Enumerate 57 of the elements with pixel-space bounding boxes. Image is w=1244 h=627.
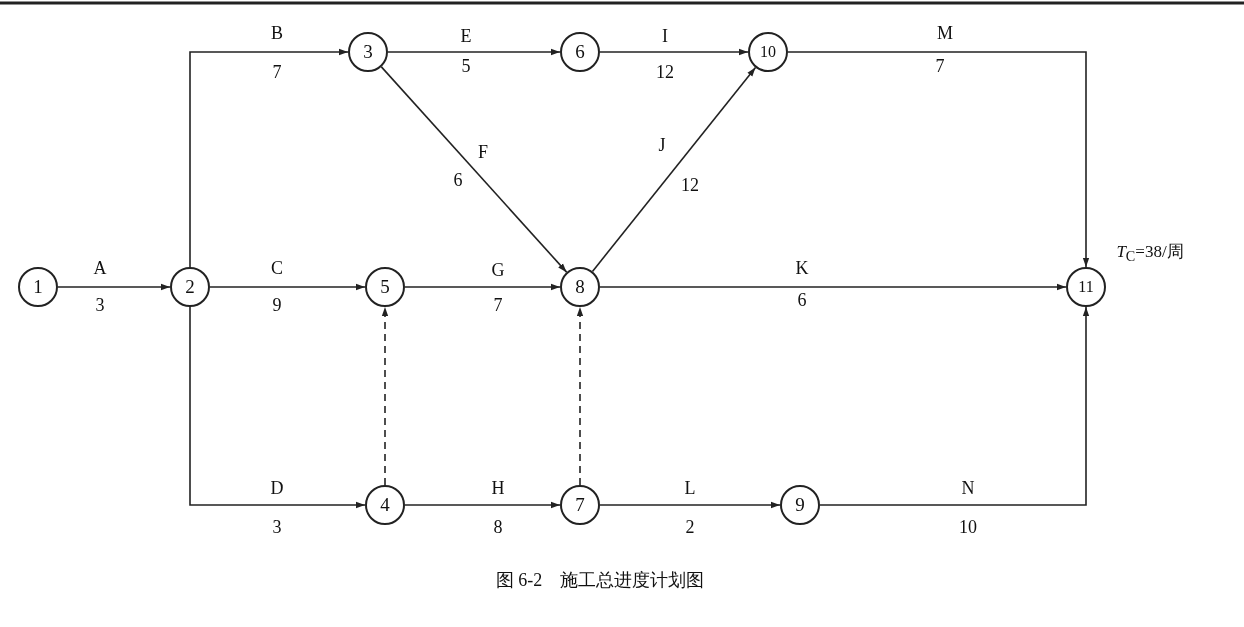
edge-label: I <box>662 27 668 45</box>
edge-label: F <box>478 143 488 161</box>
event-circle: 7 <box>560 485 600 525</box>
event-circle: 4 <box>365 485 405 525</box>
activity-arrow <box>387 48 561 56</box>
edge-label: G <box>491 261 505 279</box>
duration-label: 3 <box>272 518 282 536</box>
duration-label: 7 <box>935 57 945 75</box>
activity-arrow <box>819 306 1090 506</box>
event-circle: 9 <box>780 485 820 525</box>
activity-arrow <box>209 283 366 291</box>
edge-label: H <box>491 479 505 497</box>
duration-label: 6 <box>453 171 463 189</box>
edge-label: E <box>460 27 472 45</box>
duration-label: 9 <box>272 296 282 314</box>
edge-label: J <box>658 136 666 154</box>
dummy-arrow <box>576 306 584 486</box>
activity-arrow <box>599 501 781 509</box>
edge-label: C <box>271 259 283 277</box>
edge-label: M <box>937 24 953 42</box>
duration-label: 6 <box>797 291 807 309</box>
duration-label: 2 <box>685 518 695 536</box>
duration-label: 7 <box>493 296 503 314</box>
event-circle: 6 <box>560 32 600 72</box>
edge-label: D <box>270 479 284 497</box>
edge-label: N <box>961 479 975 497</box>
duration-label: 12 <box>681 176 699 194</box>
duration-label: 3 <box>95 296 105 314</box>
activity-arrow <box>189 306 366 509</box>
figure-caption: 图 6-2 施工总进度计划图 <box>495 569 705 592</box>
activity-arrow <box>404 501 561 509</box>
activity-arrow <box>599 283 1067 291</box>
dummy-arrow <box>381 306 389 486</box>
event-circle: 8 <box>560 267 600 307</box>
edge-label: B <box>271 24 283 42</box>
edge-label: A <box>93 259 107 277</box>
activity-arrow <box>404 283 561 291</box>
duration-label: 8 <box>493 518 503 536</box>
event-circle: 5 <box>365 267 405 307</box>
edge-label: L <box>684 479 696 497</box>
event-circle: 3 <box>348 32 388 72</box>
duration-note: T$_{C}$=38/周 <box>1116 242 1184 264</box>
event-circle: 11 <box>1066 267 1106 307</box>
activity-arrow <box>599 48 749 56</box>
duration-label: 12 <box>656 63 674 81</box>
activity-arrow <box>189 48 349 268</box>
duration-label: 7 <box>272 63 282 81</box>
activity-arrow <box>787 51 1090 268</box>
event-circle: 1 <box>18 267 58 307</box>
event-circle: 2 <box>170 267 210 307</box>
activity-arrow <box>57 283 171 291</box>
activity-arrow <box>380 66 568 273</box>
event-circle: 10 <box>748 32 788 72</box>
duration-label: 5 <box>461 57 471 75</box>
edge-label: K <box>795 259 809 277</box>
duration-label: 10 <box>959 518 977 536</box>
activity-arrow <box>591 66 757 273</box>
